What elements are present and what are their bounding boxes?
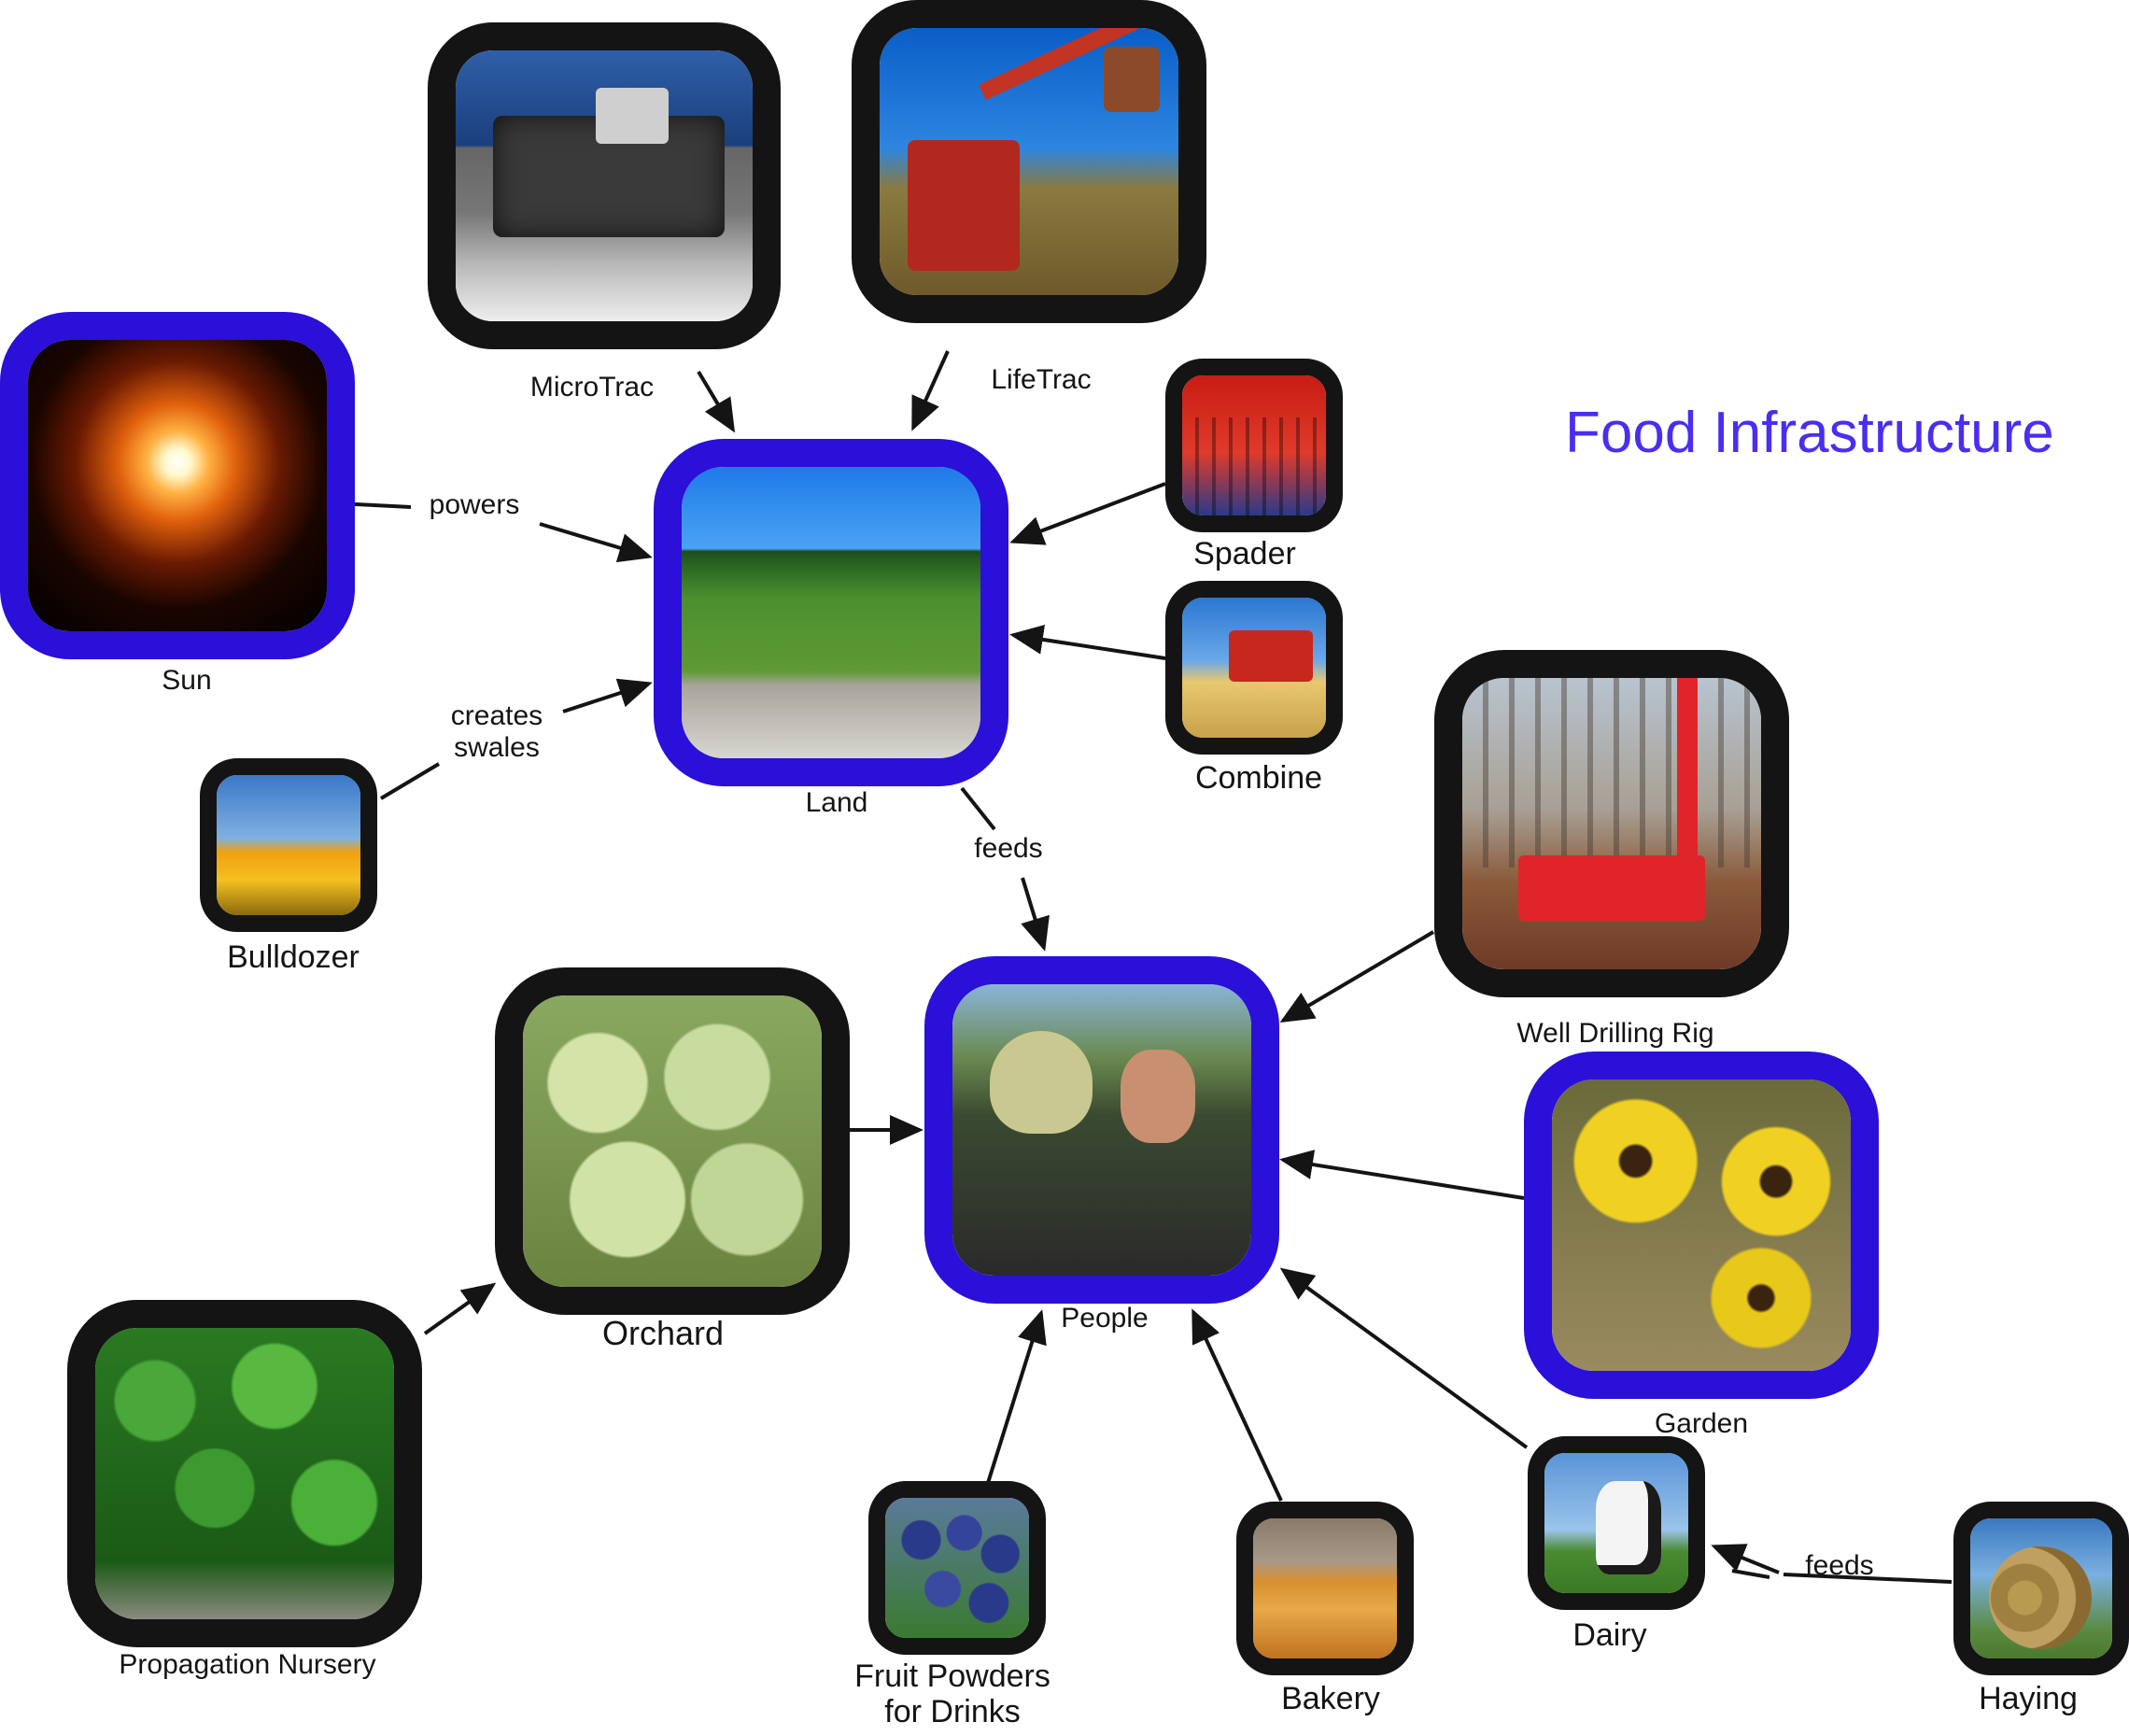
node-sun-label: Sun (162, 665, 212, 696)
node-orchard-image (495, 967, 850, 1315)
edge-label-creates-line1: creates (450, 700, 543, 731)
edge-label-feeds-haying: feeds (1805, 1550, 1874, 1581)
edge-bakery-people (1191, 1308, 1283, 1502)
node-bakery-image (1236, 1502, 1414, 1675)
edge-lifetrac-land (911, 350, 950, 431)
node-fruit-image (868, 1481, 1046, 1655)
node-fruit-label: Fruit Powders for Drinks (812, 1658, 1093, 1729)
node-bulldozer-label: Bulldozer (227, 939, 360, 975)
node-haying-label: Haying (1979, 1681, 2078, 1716)
edge-dairy-people (1279, 1267, 1529, 1449)
node-fruit-label-line1: Fruit Powders (854, 1658, 1050, 1694)
node-people-image[interactable] (924, 956, 1279, 1304)
edge-land-people-a (960, 786, 996, 831)
diagram-title: Food Infrastructure (1565, 401, 2054, 465)
edge-haying-dairy-c (1711, 1544, 1780, 1574)
node-haying-image (1953, 1502, 2129, 1675)
node-bulldozer-image (200, 758, 377, 932)
node-bakery-label: Bakery (1281, 1681, 1380, 1716)
node-nursery-image (67, 1300, 422, 1647)
node-combine-image (1165, 581, 1343, 755)
node-garden-image[interactable] (1524, 1051, 1879, 1399)
node-well-label: Well Drilling Rig (1516, 1018, 1714, 1049)
node-sun-image[interactable] (0, 312, 355, 659)
node-garden-label: Garden (1654, 1408, 1749, 1439)
node-microtrac-image (428, 22, 781, 349)
edge-nursery-orchard (423, 1282, 497, 1335)
edge-bulldozer-land-b (562, 678, 653, 713)
node-spader-image (1165, 359, 1343, 532)
edge-label-feeds-land: feeds (974, 833, 1043, 864)
node-lifetrac-label: LifeTrac (991, 364, 1092, 395)
node-lifetrac-image (852, 0, 1206, 323)
node-orchard-label: Orchard (601, 1314, 725, 1352)
edge-haying-dairy-b (1783, 1573, 1953, 1584)
edge-sun-land-b (539, 522, 653, 563)
edge-garden-people (1279, 1150, 1525, 1200)
edge-haying-dairy-a (1731, 1569, 1770, 1579)
edge-label-creates-line2: swales (454, 731, 540, 763)
node-well-image (1434, 650, 1789, 997)
node-microtrac-label: MicroTrac (529, 372, 655, 402)
edge-spader-land (1009, 482, 1166, 545)
node-people-label: People (1061, 1303, 1149, 1334)
edge-sun-land-a (354, 502, 412, 509)
node-nursery-label: Propagation Nursery (119, 1649, 376, 1680)
edge-well-people (1279, 930, 1435, 1023)
node-combine-label: Combine (1194, 760, 1323, 796)
node-spader-label: Spader (1193, 536, 1296, 572)
node-land-image[interactable] (654, 439, 1008, 786)
edge-microtrac-land (697, 370, 736, 433)
node-land-label: Land (805, 787, 868, 818)
edge-label-creates-swales: creates swales (431, 700, 562, 763)
edge-land-people-b (1021, 877, 1050, 952)
node-dairy-image (1528, 1436, 1705, 1610)
edge-label-powers: powers (429, 489, 520, 520)
node-fruit-label-line2: for Drinks (884, 1694, 1021, 1730)
edge-bulldozer-land-a (379, 762, 441, 800)
edge-fruit-people (986, 1309, 1047, 1484)
node-dairy-label: Dairy (1572, 1617, 1647, 1653)
edge-combine-land (1009, 625, 1166, 660)
